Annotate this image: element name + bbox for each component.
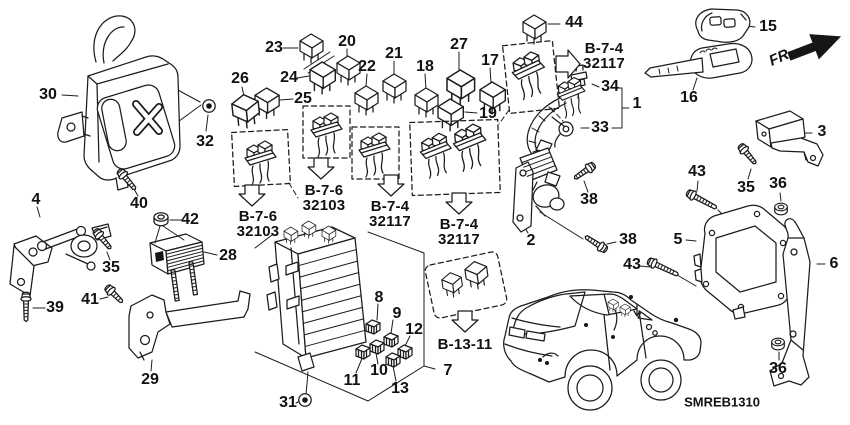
part-number-label-12: 12	[405, 321, 423, 338]
ref-code-line1: B-7-4	[584, 40, 624, 57]
part-number-label-13: 13	[391, 380, 409, 397]
part-number-label-5: 5	[673, 231, 683, 248]
connector-ref-code: B-13-11	[438, 337, 493, 352]
part-number-label-19: 19	[479, 105, 497, 122]
part-number-label-20: 20	[338, 33, 356, 50]
bracket-2-drawing	[512, 161, 565, 233]
part-number-label-35: 35	[102, 259, 120, 276]
part-number-label-36: 36	[769, 175, 787, 192]
part-number-label-33: 33	[591, 119, 609, 136]
vehicle-location-illustration	[503, 289, 702, 411]
part-number-label-18: 18	[416, 58, 434, 75]
part-number-label-6: 6	[829, 255, 839, 272]
part-number-label-44: 44	[565, 14, 583, 31]
ref-code-line2: 32117	[369, 213, 411, 230]
ref-code-line2: 32103	[236, 223, 280, 240]
part-number-label-32: 32	[196, 133, 214, 150]
part-number-label-16: 16	[680, 89, 698, 106]
ref-code-line2: 32117	[583, 55, 625, 72]
part-number-label-8: 8	[374, 289, 384, 306]
repeated-glyphs	[20, 14, 788, 407]
ref-code-line1: B-7-6	[238, 208, 278, 225]
ref-code-line1: B-7-4	[370, 198, 410, 215]
ref-code-line2: 32117	[438, 231, 480, 248]
part-number-label-27: 27	[450, 36, 468, 53]
part-number-label-24: 24	[280, 69, 298, 86]
part-number-label-40: 40	[130, 195, 148, 212]
part-number-label-26: 26	[231, 70, 249, 87]
part-number-label-36: 36	[769, 360, 787, 377]
part-number-label-15: 15	[759, 18, 777, 35]
bracket-29-drawing	[128, 290, 251, 361]
module-3-drawing	[755, 110, 824, 167]
part-number-label-4: 4	[31, 191, 41, 208]
part-number-label-34: 34	[601, 78, 619, 95]
part-number-label-1: 1	[632, 95, 642, 112]
ecu-5-drawing	[693, 204, 790, 320]
part-number-label-17: 17	[481, 52, 499, 69]
ref-code-line1: B-7-4	[439, 216, 479, 233]
diagram-code: SMREB1310	[684, 394, 760, 410]
part-number-label-23: 23	[265, 39, 283, 56]
part-number-label-43: 43	[623, 256, 641, 273]
bracket-6-drawing	[769, 218, 811, 387]
part-number-label-30: 30	[39, 86, 57, 103]
part-number-label-11: 11	[343, 372, 361, 389]
part-number-label-21: 21	[385, 45, 403, 62]
part-number-label-42: 42	[181, 211, 199, 228]
ref-code-line2: 32103	[302, 197, 346, 214]
part-number-label-41: 41	[81, 291, 99, 308]
part-number-label-3: 3	[817, 123, 827, 140]
part-number-label-28: 28	[219, 247, 237, 264]
part-number-label-31: 31	[279, 394, 297, 411]
part-number-label-7: 7	[443, 362, 453, 379]
part-number-label-35: 35	[737, 179, 755, 196]
part-number-label-9: 9	[392, 305, 402, 322]
part-number-label-38: 38	[619, 231, 637, 248]
key-fob-15-drawing	[695, 8, 751, 43]
ref-code-line1: B-13-11	[437, 336, 493, 353]
key-blank-16-drawing	[644, 42, 753, 79]
ref-code-line1: B-7-6	[304, 182, 344, 199]
part-number-label-43: 43	[688, 163, 706, 180]
part-number-label-25: 25	[294, 90, 312, 107]
part-number-label-29: 29	[141, 371, 159, 388]
part-number-label-2: 2	[526, 232, 536, 249]
part-number-label-22: 22	[358, 58, 376, 75]
cover-unit-30-drawing	[57, 15, 181, 191]
part-number-label-38: 38	[580, 191, 598, 208]
part-number-label-10: 10	[370, 362, 388, 379]
fr-direction-arrow-icon	[787, 34, 842, 61]
part-number-label-39: 39	[46, 299, 64, 316]
